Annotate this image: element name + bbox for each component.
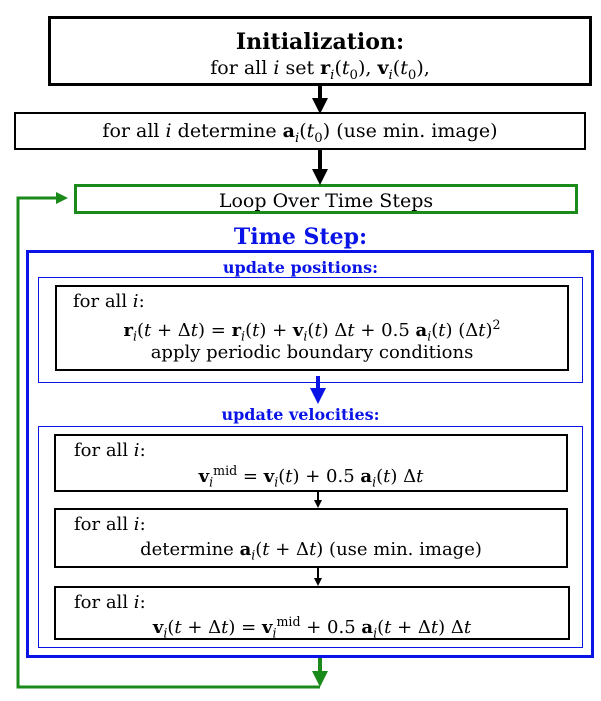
velocity-full-equation: vi(t + Δt) = vimid + 0.5 ai(t + Δt) Δt: [152, 614, 472, 641]
update-positions-box: for all i: ri(t + Δt) = ri(t) + vi(t) Δt…: [55, 285, 569, 371]
update-velocities-header: update velocities:: [221, 405, 380, 424]
new-accel-text: determine ai(t + Δt) (use min. image): [140, 539, 482, 563]
initial-acceleration-text: for all i determine ai(t0) (use min. ima…: [102, 120, 498, 146]
update-positions-header: update positions:: [222, 258, 379, 277]
velocity-full-for-all: for all i:: [74, 592, 146, 613]
initial-acceleration-box: for all i determine ai(t0) (use min. ima…: [14, 112, 586, 150]
new-accel-for-all: for all i:: [74, 514, 146, 535]
initialization-line: for all i set ri(t0), vi(t0),: [210, 57, 430, 83]
velocity-half-for-all: for all i:: [74, 440, 146, 461]
velocity-half-step-box: for all i: vimid = vi(t) + 0.5 ai(t) Δt: [54, 434, 568, 492]
initialization-box: Initialization: for all i set ri(t0), vi…: [48, 16, 592, 86]
initialization-title: Initialization:: [235, 29, 405, 55]
positions-equation: ri(t + Δt) = ri(t) + vi(t) Δt + 0.5 ai(t…: [123, 317, 501, 344]
update-positions-panel: [38, 277, 583, 383]
loop-box: Loop Over Time Steps: [74, 184, 578, 214]
timestep-title: Time Step:: [233, 224, 368, 250]
positions-for-all: for all i:: [73, 291, 145, 312]
loop-back-line: [16, 192, 320, 689]
velocity-full-step-box: for all i: vi(t + Δt) = vimid + 0.5 ai(t…: [54, 586, 570, 641]
loop-label: Loop Over Time Steps: [218, 190, 434, 212]
positions-boundary: apply periodic boundary conditions: [150, 342, 474, 363]
timestep-box: [26, 250, 594, 658]
new-acceleration-box: for all i: determine ai(t + Δt) (use min…: [54, 508, 568, 568]
update-velocities-panel: [38, 426, 583, 648]
velocity-half-equation: vimid = vi(t) + 0.5 ai(t) Δt: [198, 463, 424, 490]
